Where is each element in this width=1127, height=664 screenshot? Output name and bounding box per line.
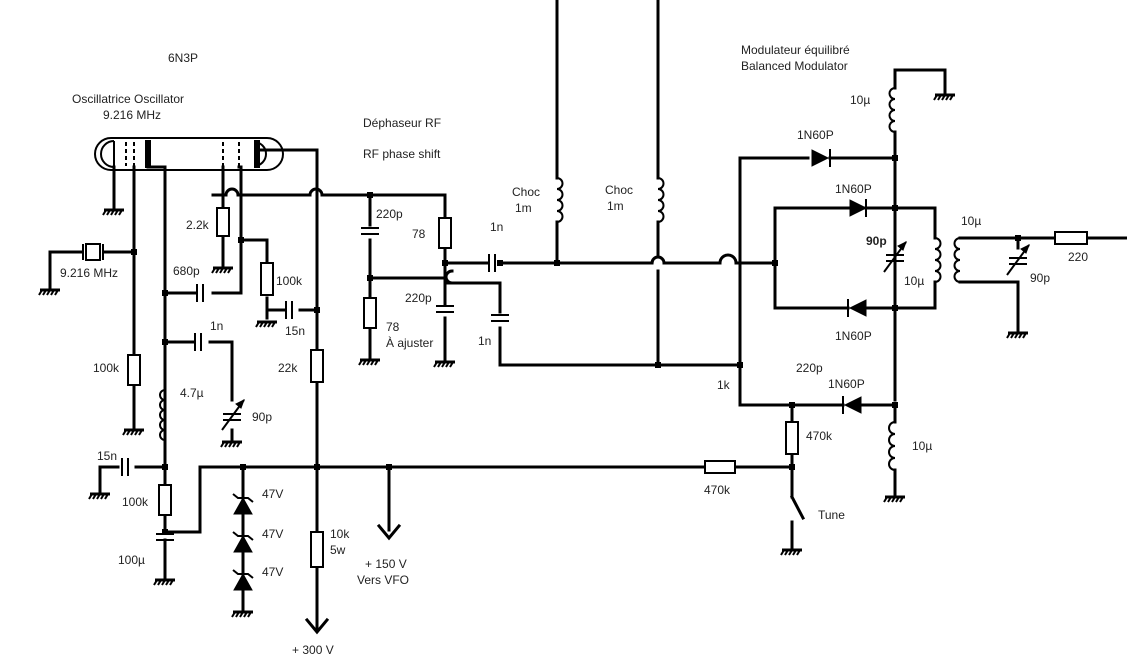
label-l-10u-bot: 10µ xyxy=(912,439,932,453)
label-c-100u: 100µ xyxy=(118,553,145,567)
label-choc2-val: 1m xyxy=(607,199,624,213)
label-choc1: Choc xyxy=(512,185,540,199)
label-l-10u-mid: 10µ xyxy=(904,274,924,288)
label-r-78: 78 xyxy=(412,227,426,241)
label-r-100k-b: 100k xyxy=(93,361,120,375)
label-xtal: 9.216 MHz xyxy=(60,266,118,280)
label-mod-en: Balanced Modulator xyxy=(741,59,848,73)
label-c-15n-a: 15n xyxy=(285,324,305,338)
label-z-47-b: 47V xyxy=(262,527,283,541)
label-c-220p-b: 220p xyxy=(405,291,432,305)
label-r-470k-a: 470k xyxy=(806,429,833,443)
label-c-220p-c: 220p xyxy=(796,361,823,375)
tube-6n3p xyxy=(94,137,284,171)
label-r-78-adj: 78 xyxy=(386,320,400,334)
variable-capacitors xyxy=(221,240,1030,431)
label-c-220p-a: 220p xyxy=(376,207,403,221)
label-tune: Tune xyxy=(818,508,845,522)
label-cv-90p-a: 90p xyxy=(252,410,272,424)
label-d2: 1N60P xyxy=(835,182,872,196)
label-r-1k: 1k xyxy=(717,378,731,392)
label-c-1n-c: 1n xyxy=(478,334,491,348)
label-cv-90p-c: 90p xyxy=(1030,271,1050,285)
label-z-47-a: 47V xyxy=(262,487,283,501)
label-phase-title: Déphaseur RF xyxy=(363,116,441,130)
label-choc2: Choc xyxy=(605,183,633,197)
label-c-15n-b: 15n xyxy=(97,449,117,463)
zener-diodes xyxy=(232,493,254,591)
label-r-470k-b: 470k xyxy=(704,483,731,497)
label-choc1-val: 1m xyxy=(515,201,532,215)
labels: 6N3P Oscillatrice Oscillator 9.216 MHz D… xyxy=(60,43,1088,657)
label-adjust: À ajuster xyxy=(386,335,433,350)
label-r-22k: 22k xyxy=(278,361,298,375)
junction-dots xyxy=(131,155,1021,535)
resistors xyxy=(127,207,1088,568)
label-cv-90p-b: 90p xyxy=(866,234,887,248)
label-c-1n-a: 1n xyxy=(210,319,223,333)
diodes xyxy=(811,149,868,414)
label-d3: 1N60P xyxy=(835,329,872,343)
label-mod-fr: Modulateur équilibré xyxy=(741,43,850,57)
label-c-680p: 680p xyxy=(173,264,200,278)
label-c-1n-b: 1n xyxy=(490,220,503,234)
label-r-100k-c: 100k xyxy=(122,495,149,509)
label-tube: 6N3P xyxy=(168,51,198,65)
inductors xyxy=(159,87,961,471)
label-l-4u7: 4.7µ xyxy=(180,386,204,400)
wires xyxy=(48,0,1127,632)
label-r-10k: 10k xyxy=(330,527,350,541)
label-osc-title: Oscillatrice Oscillator xyxy=(72,92,184,106)
label-v300: + 300 V xyxy=(292,643,334,657)
label-z-47-c: 47V xyxy=(262,565,283,579)
label-r-2k2: 2.2k xyxy=(186,218,210,232)
label-osc-freq: 9.216 MHz xyxy=(103,108,161,122)
label-v150: + 150 V xyxy=(365,557,407,571)
label-phase-sub: RF phase shift xyxy=(363,147,441,161)
label-d4: 1N60P xyxy=(828,377,865,391)
label-vfo: Vers VFO xyxy=(357,573,409,587)
label-r-220: 220 xyxy=(1068,250,1088,264)
supply-arrows xyxy=(304,523,402,635)
ground-symbols xyxy=(38,93,1028,618)
label-l-10u-out: 10µ xyxy=(961,214,981,228)
label-d1: 1N60P xyxy=(797,128,834,142)
label-r-100k-a: 100k xyxy=(276,274,303,288)
capacitors xyxy=(82,227,509,541)
label-l-10u-top: 10µ xyxy=(850,93,870,107)
label-r-5w: 5w xyxy=(330,543,346,557)
tune-switch xyxy=(789,494,806,521)
